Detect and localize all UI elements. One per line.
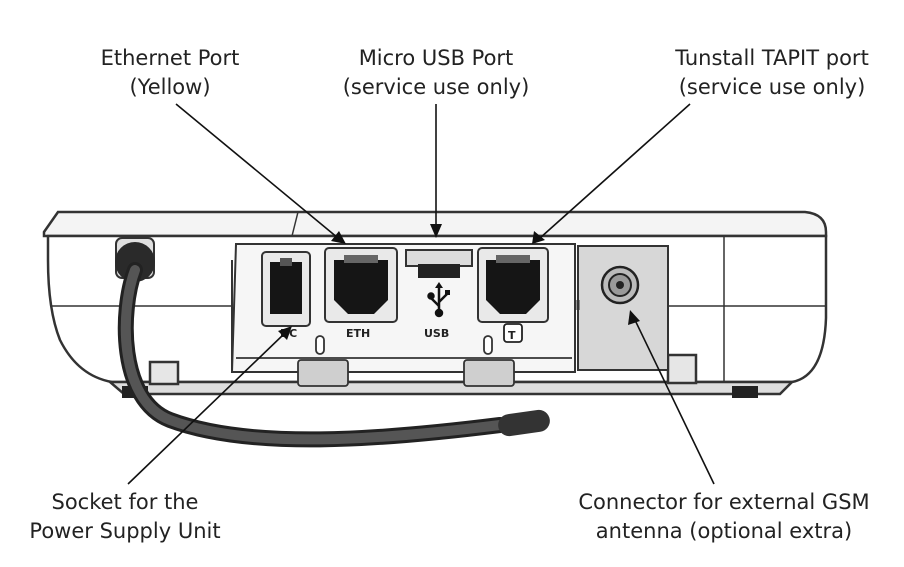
tapit-callout-line2: (service use only) — [678, 75, 866, 99]
usb-callout-line1: Micro USB Port — [358, 46, 514, 70]
ethernet-callout-line2: (Yellow) — [129, 75, 211, 99]
tapit-port-callout: Tunstall TAPIT port (service use only) — [648, 44, 896, 102]
eth-port-label: ETH — [346, 327, 370, 340]
dc-port — [261, 251, 311, 327]
power-cable — [115, 237, 550, 448]
panel-slider-tabs — [236, 335, 572, 387]
usb-port-label: USB — [424, 327, 449, 340]
leader-lines — [127, 103, 715, 485]
ethernet-port-callout: Ethernet Port (Yellow) — [70, 44, 270, 102]
usb-port — [405, 249, 473, 318]
eth-port — [324, 247, 398, 323]
micro-usb-port-callout: Micro USB Port (service use only) — [318, 44, 554, 102]
tapit-port — [477, 247, 549, 343]
ethernet-leader — [175, 103, 339, 239]
tapit-arrowhead — [532, 231, 545, 244]
power-leader — [127, 333, 285, 485]
tapit-leader — [539, 103, 691, 239]
gsm-antenna-callout: Connector for external GSM antenna (opti… — [556, 488, 892, 546]
ethernet-callout-line1: Ethernet Port — [100, 46, 240, 70]
power-supply-socket-callout: Socket for the Power Supply Unit — [10, 488, 240, 546]
usb-symbol-icon — [427, 282, 450, 318]
ethernet-arrowhead — [331, 231, 346, 244]
usb-callout-line2: (service use only) — [342, 75, 530, 99]
tapit-port-label: T — [508, 329, 516, 342]
usb-arrowhead — [430, 224, 442, 238]
gsm-antenna-connector — [576, 245, 669, 371]
power-arrowhead — [278, 326, 292, 340]
leader-arrowheads — [278, 224, 640, 340]
gsm-callout-line2: antenna (optional extra) — [595, 519, 853, 543]
gsm-arrowhead — [628, 310, 640, 325]
power-callout-line2: Power Supply Unit — [29, 519, 221, 543]
gsm-leader — [633, 317, 715, 485]
power-callout-line1: Socket for the — [51, 490, 199, 514]
tapit-callout-line1: Tunstall TAPIT port — [675, 46, 869, 70]
gsm-callout-line1: Connector for external GSM — [578, 490, 870, 514]
